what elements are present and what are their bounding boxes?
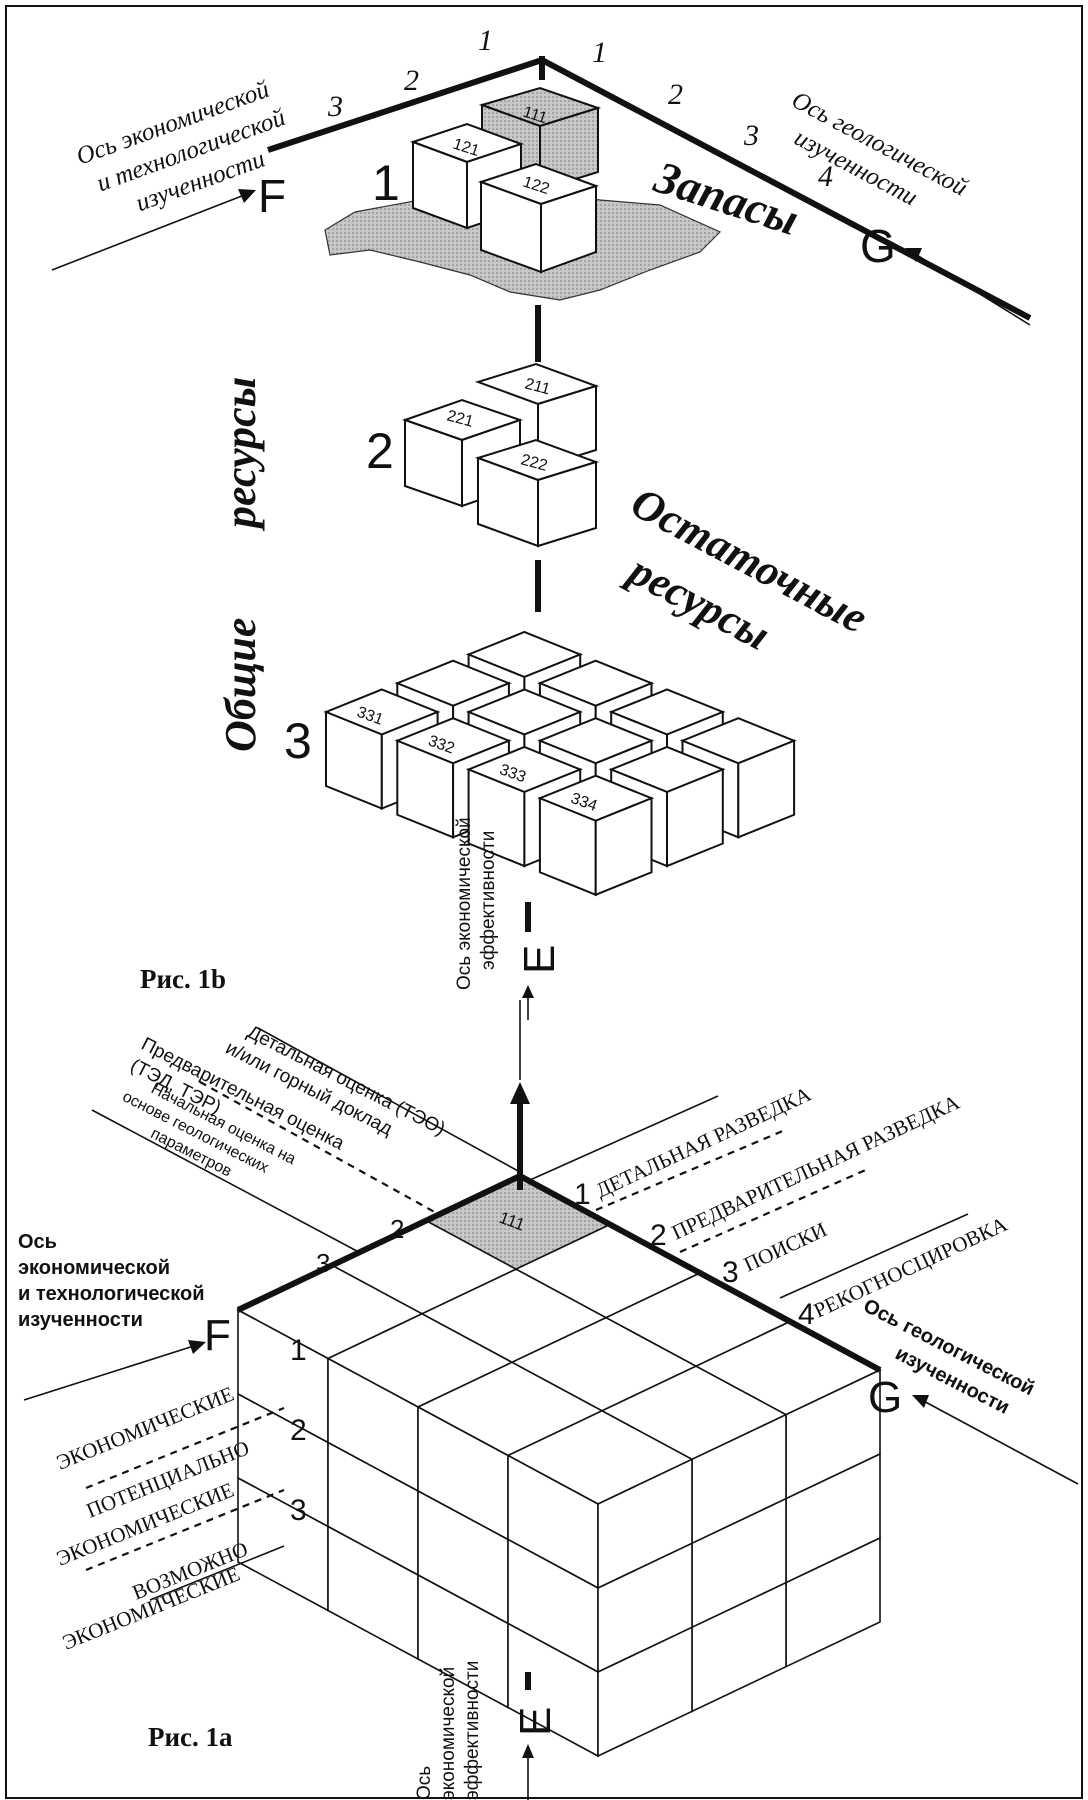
total-resources-label-2: ресурсы	[216, 377, 265, 532]
fig-a-g-letter: G	[868, 1373, 902, 1422]
fig-b-arrow-g	[911, 251, 1031, 326]
e-stage-num-2: 2	[290, 1414, 307, 1447]
f-stage-num-3: 3	[316, 1248, 330, 1278]
e-stage-num-3: 3	[290, 1494, 307, 1527]
g-guide-1	[529, 1095, 719, 1181]
fig-a-axis-f-label: Ось экономической и технологической изуч…	[18, 1231, 210, 1331]
fig-b-f-letter: F	[258, 170, 286, 222]
fig-b-axis-g-label: Ось геологической изученности	[772, 86, 977, 232]
total-resources-label-1: Общие	[216, 618, 265, 752]
e-guide-2	[85, 1488, 285, 1572]
svg-text:Ось геологической изуч: Ось геологической изученности	[772, 86, 977, 232]
svg-text:Ось экономической эффе: Ось экономической эффективности	[454, 812, 499, 990]
g-stage-num-1: 1	[574, 1178, 591, 1211]
svg-text:Ось экономической: Ось экономической эффективности	[414, 1661, 483, 1800]
cube-222-code: 222	[519, 451, 549, 474]
level1-cubes: 111 121 122	[409, 86, 602, 274]
g-guide-3	[679, 1166, 871, 1254]
level-number-1: 1	[372, 155, 400, 211]
f-guide-3	[91, 1109, 371, 1259]
figure-1b: 3 2 1 1 2 3 4 F G Ось экономической и те…	[51, 24, 1032, 1020]
g-stage-3: ПОИСКИ	[740, 1217, 831, 1276]
fig-b-g-tick-4: 4	[818, 160, 833, 193]
fig-a-arrow-g	[917, 1397, 1079, 1485]
side-cell-2-2	[597, 1626, 693, 1758]
fig-b-f-tick-1: 1	[478, 24, 493, 57]
fig-b-f-tick-2: 2	[404, 64, 419, 97]
f-stage-num-2: 2	[390, 1214, 404, 1244]
level-number-3: 3	[284, 713, 312, 769]
fig-b-g-letter: G	[860, 220, 896, 272]
fig-a-caption: Рис. 1а	[148, 1722, 233, 1752]
cube-3-3-0: 334	[537, 774, 655, 897]
f-guide-1	[257, 1027, 521, 1173]
g-guide-4	[779, 1213, 969, 1299]
fig-a-axis-f	[236, 1173, 522, 1313]
svg-text:Ось экономической: Ось экономической и технологической изуч…	[18, 1231, 210, 1331]
cube-222: 222	[474, 438, 600, 548]
level2-cubes: 211 221 222	[401, 362, 600, 548]
fig-b-f-tick-3: 3	[327, 90, 343, 123]
level-number-2: 2	[366, 423, 394, 479]
fig-a-axis-e-label: Ось экономической эффективности	[414, 1661, 483, 1800]
fig-a-arrow-f	[23, 1343, 201, 1401]
cube-111-code: 111	[521, 104, 549, 128]
g-stage-num-3: 3	[722, 1256, 739, 1289]
page-border	[5, 5, 1083, 1799]
fig-a-axis-g	[518, 1173, 882, 1373]
fig-b-g-tick-1: 1	[592, 36, 607, 69]
g-stage-num-4: 4	[798, 1298, 815, 1331]
fig-a-e-letter: E	[511, 1707, 560, 1736]
g-guide-2	[595, 1128, 786, 1212]
cube-211-code: 211	[523, 375, 552, 398]
svg-text:ПОИСКИ: ПОИСКИ	[740, 1217, 831, 1276]
fig-b-e-letter: E	[515, 945, 564, 974]
cube-221: 221	[401, 398, 524, 508]
fig-b-arrow-f	[51, 191, 253, 271]
fig-b-g-tick-3: 3	[743, 119, 759, 152]
fig-b-g-tick-2: 2	[668, 78, 683, 111]
svg-text:РЕКОГНОСЦИРОВКА: РЕКОГНОСЦИРОВКА	[810, 1211, 1012, 1322]
f-guide-2	[199, 1081, 441, 1216]
fig-b-caption: Рис. 1b	[140, 964, 226, 994]
g-stage-4: РЕКОГНОСЦИРОВКА	[810, 1211, 1012, 1322]
fig-a-f-letter: F	[204, 1311, 231, 1360]
cube-221-code: 221	[445, 407, 475, 430]
e-guide-1	[85, 1406, 285, 1490]
g-stage-num-2: 2	[650, 1219, 667, 1252]
figure-1a: F G Ось экономической и технологической …	[18, 1000, 1079, 1800]
fig-b-axis-e-label: Ось экономической эффективности	[454, 812, 499, 990]
cube-122: 122	[477, 162, 600, 274]
e-guide-3	[149, 1545, 285, 1601]
e-stage-num-1: 1	[290, 1334, 307, 1367]
